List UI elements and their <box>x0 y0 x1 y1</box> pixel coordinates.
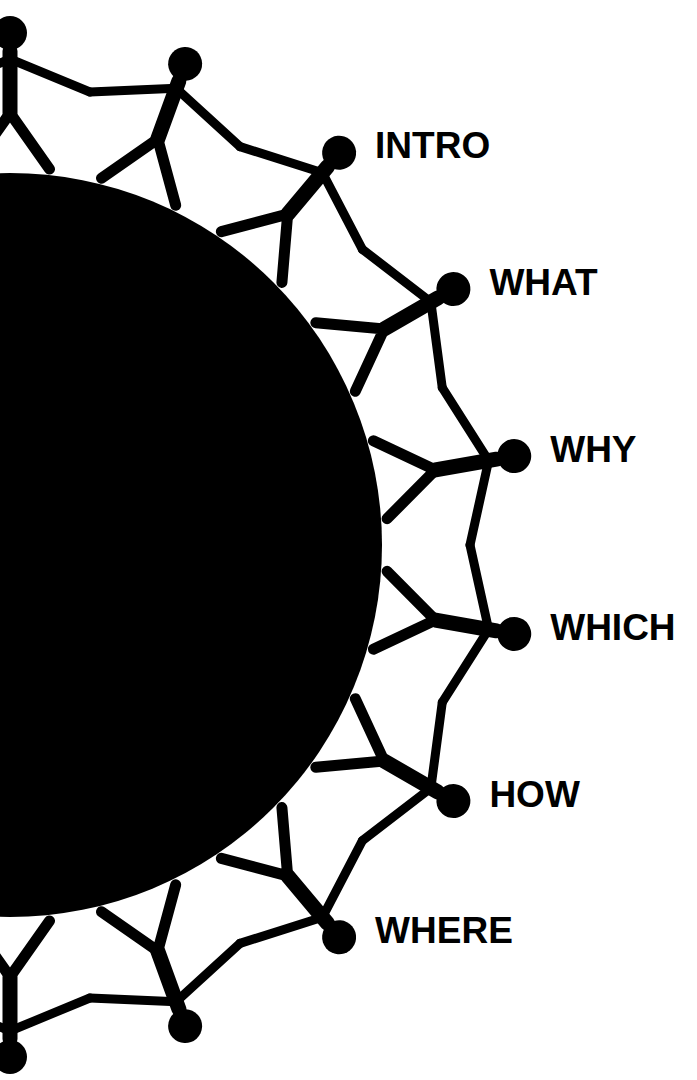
person-arms <box>240 841 384 969</box>
person-arms <box>0 998 90 1031</box>
person-arms <box>362 233 470 388</box>
section-label: HOW <box>489 775 579 816</box>
section-label: INTRO <box>375 126 490 167</box>
person-legs <box>101 885 194 965</box>
person-figure <box>190 88 411 308</box>
section-label: WHICH <box>550 608 675 649</box>
person-arms <box>90 61 251 147</box>
person-arms <box>240 121 384 249</box>
person-legs <box>316 295 404 391</box>
person-legs <box>316 699 404 795</box>
section-label: WHAT <box>489 263 597 304</box>
person-legs <box>373 431 442 519</box>
person-arms <box>0 59 90 92</box>
person-legs <box>373 571 442 659</box>
person-legs <box>101 126 194 206</box>
person-legs <box>221 189 318 283</box>
person-arms <box>362 702 470 857</box>
section-label: WHERE <box>375 911 513 952</box>
person-figure <box>366 374 544 558</box>
person-figure <box>296 211 508 426</box>
person-arms <box>442 545 502 708</box>
person-figure <box>296 664 508 879</box>
person-figure <box>0 16 90 169</box>
person-legs <box>221 808 318 902</box>
person-figure <box>190 782 411 1002</box>
person-arms <box>442 382 502 545</box>
globe-disc <box>0 173 382 917</box>
section-label: WHY <box>550 430 636 471</box>
person-figure <box>0 921 90 1074</box>
person-figure <box>366 532 544 716</box>
person-legs <box>0 921 50 977</box>
person-figure <box>64 871 266 1069</box>
person-arms <box>90 943 251 1029</box>
person-legs <box>0 113 50 169</box>
person-figure <box>64 21 266 219</box>
